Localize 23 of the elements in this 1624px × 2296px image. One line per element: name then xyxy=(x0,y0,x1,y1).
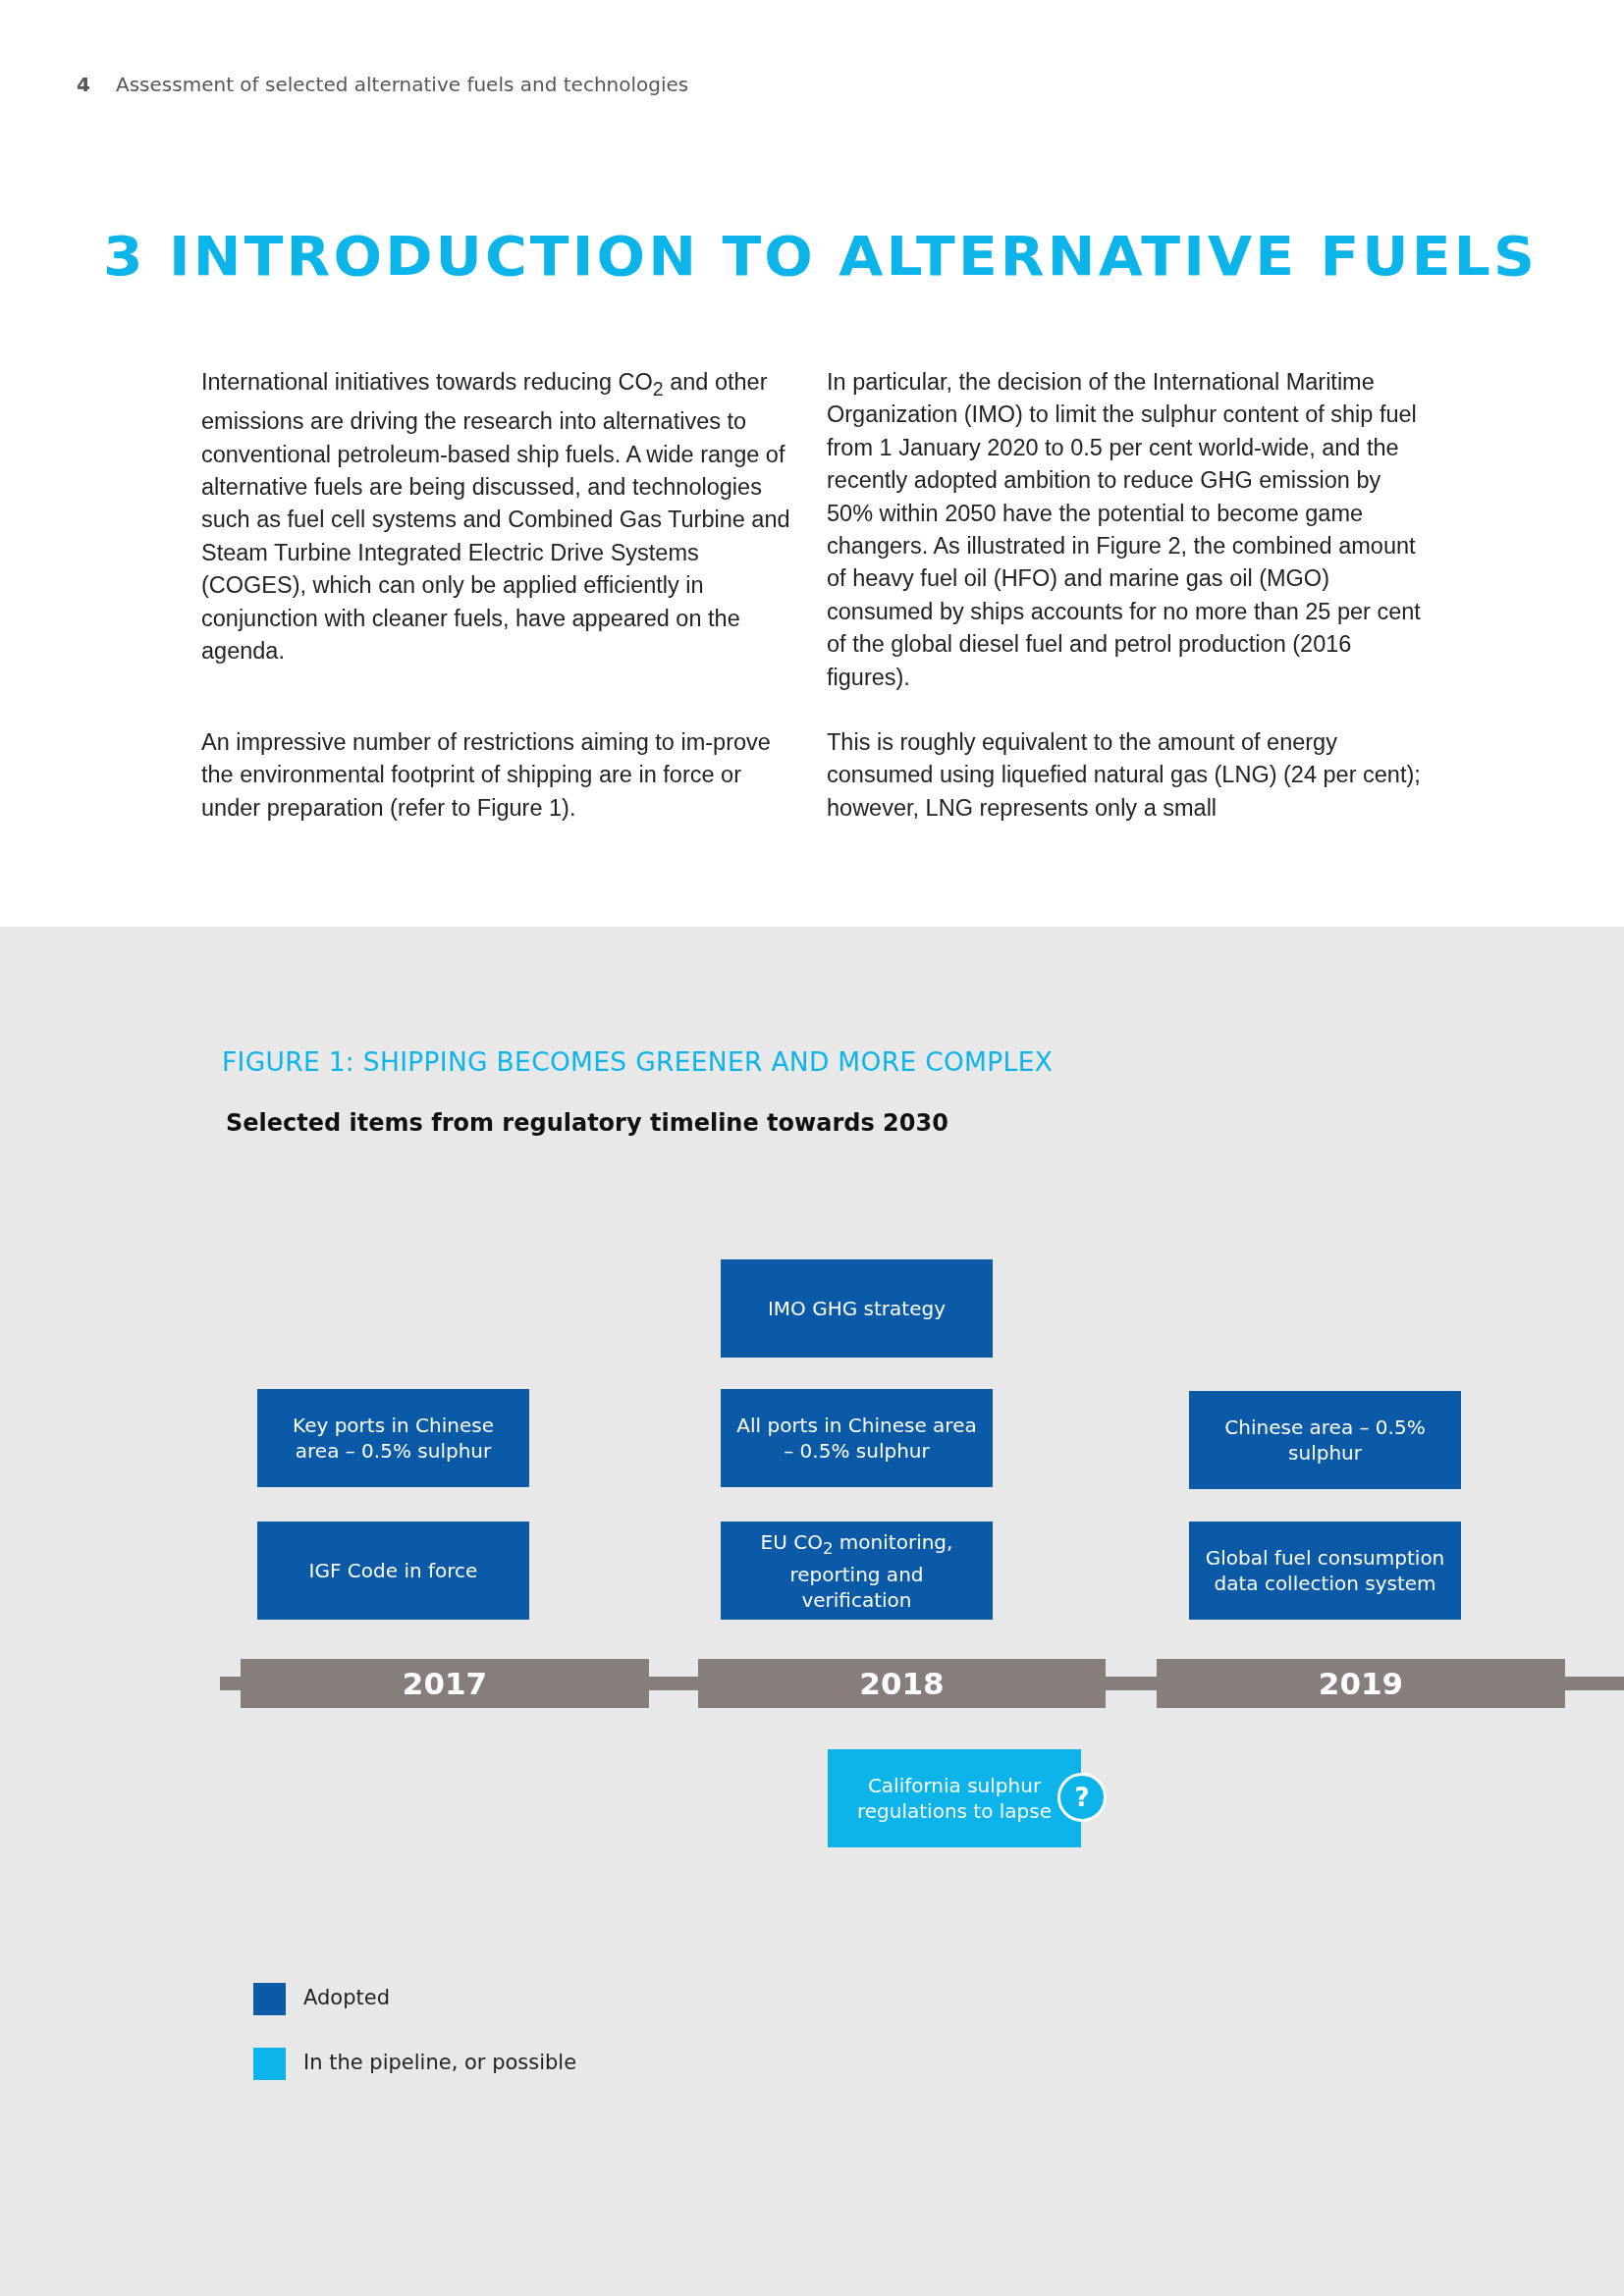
year-bar: 2017 xyxy=(241,1659,649,1708)
event-box: All ports in Chinese area – 0.5% sulphur xyxy=(721,1389,993,1487)
event-box: Chinese area – 0.5% sulphur xyxy=(1189,1391,1461,1489)
legend-label: In the pipeline, or possible xyxy=(303,2051,577,2074)
section-heading: 3 INTRODUCTION TO ALTERNATIVE FUELS xyxy=(103,224,1538,288)
event-box: IGF Code in force xyxy=(257,1522,529,1620)
running-header: Assessment of selected alternative fuels and technologies xyxy=(116,73,689,96)
paragraph: This is roughly equivalent to the amount of energy consumed using liquefied natural gas (LNG) (24 per cent); however, LNG represents only a small xyxy=(827,728,1422,823)
page-number: 4 xyxy=(77,73,90,96)
legend-label: Adopted xyxy=(303,1986,390,2009)
figure-subtitle: Selected items from regulatory timeline towards 2030 xyxy=(226,1109,948,1137)
year-bar: 2018 xyxy=(698,1659,1106,1708)
event-box: IMO GHG strategy xyxy=(721,1259,993,1358)
paragraph: An impressive number of restrictions aiming to im-prove the environmental footprint of shipping are in force or under preparation (refer to Figure 1). xyxy=(201,728,772,823)
event-box: Global fuel consumption data collection system xyxy=(1189,1522,1461,1620)
figure-title: FIGURE 1: SHIPPING BECOMES GREENER AND MORE COMPLEX xyxy=(222,1046,1054,1077)
paragraph: International initiatives towards reducing CO$_{2}$ and other emissions are driving the research into alternatives to conventional petroleum-based ship fuels. A wide range of alternative fuels are being discussed, and technologies such as fuel cell systems and Combined Gas Turbine and Steam Turbine Integrated Electric Drive Systems (COGES), which can only be applied efficiently in conjunction with cleaner fuels, have appeared on the agenda. xyxy=(201,368,791,666)
event-box: EU CO$_{2}$ monitoring, reporting and verification xyxy=(721,1522,993,1620)
timeline-connector xyxy=(1106,1677,1157,1690)
paragraph: In particular, the decision of the International Maritime Organization (IMO) to limit the sulphur content of ship fuel from 1 January 2020 to 0.5 per cent world-wide, and the recently adopted ambition to reduce GHG emission by 50% within 2050 have the potential to become game changers. As illustrated in Figure 2, the combined amount of heavy fuel oil (HFO) and marine gas oil (MGO) consumed by ships accounts for no more than 25 per cent of the global diesel fuel and petrol production (2016 figures). xyxy=(827,368,1422,692)
timeline-connector xyxy=(649,1677,698,1690)
year-bar: 2019 xyxy=(1157,1659,1565,1708)
event-box: Key ports in Chinese area – 0.5% sulphur xyxy=(257,1389,529,1487)
